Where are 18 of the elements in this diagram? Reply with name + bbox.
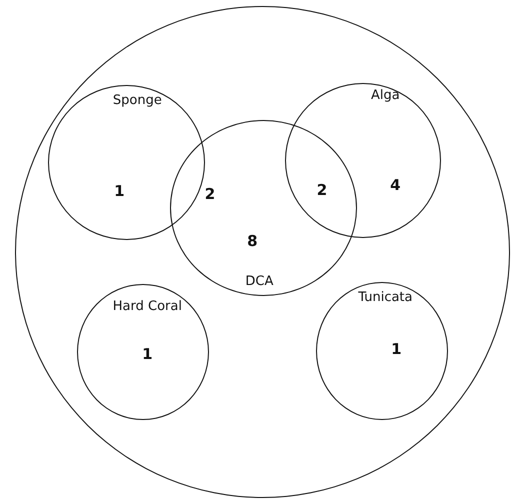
set-label: DCA bbox=[245, 274, 274, 290]
count-value: 2 bbox=[316, 182, 328, 198]
count-value: 1 bbox=[114, 183, 125, 200]
set-label: Hard Coral bbox=[112, 299, 182, 316]
venn-circle bbox=[170, 120, 357, 296]
count-value: 1 bbox=[391, 341, 402, 358]
outer-circle bbox=[15, 6, 510, 498]
count-value: 8 bbox=[247, 233, 258, 250]
count-value: 2 bbox=[204, 186, 216, 202]
set-label: Alga bbox=[371, 88, 400, 104]
venn-circle bbox=[48, 84, 205, 240]
venn-circle bbox=[284, 82, 441, 238]
count-value: 4 bbox=[390, 177, 401, 194]
set-label: Tunicata bbox=[358, 290, 412, 306]
count-value: 1 bbox=[142, 346, 153, 362]
venn-circle bbox=[76, 284, 209, 420]
venn-circle bbox=[316, 282, 448, 420]
set-label: Sponge bbox=[112, 93, 162, 110]
